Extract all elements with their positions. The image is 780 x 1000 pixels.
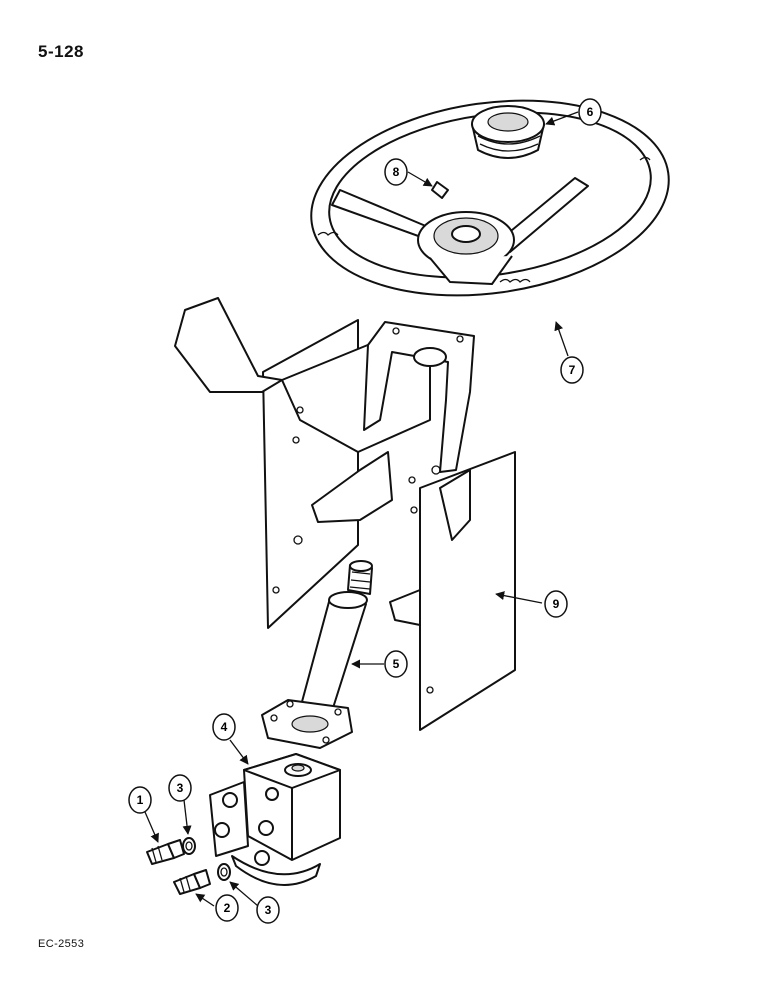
steering-column	[261, 560, 373, 749]
callout-6: 6	[578, 98, 602, 126]
washer-lower	[217, 863, 231, 881]
svg-text:1: 1	[137, 793, 144, 807]
callout-2: 2	[215, 894, 239, 922]
leader-3b	[229, 881, 259, 907]
steering-cap	[471, 105, 545, 159]
svg-text:9: 9	[553, 597, 560, 611]
callout-7: 7	[560, 356, 584, 384]
callout-8: 8	[384, 158, 408, 186]
svg-text:2: 2	[224, 901, 231, 915]
washer-upper	[182, 837, 196, 855]
steering-unit	[209, 753, 341, 886]
callout-4: 4	[212, 713, 236, 741]
svg-text:6: 6	[587, 105, 594, 119]
svg-text:3: 3	[265, 903, 272, 917]
callout-3-upper: 3	[168, 774, 192, 802]
fitting-upper	[146, 839, 185, 865]
mounting-bracket	[174, 297, 516, 731]
callout-5: 5	[384, 650, 408, 678]
svg-text:5: 5	[393, 657, 400, 671]
leader-7	[554, 321, 569, 357]
clip	[431, 181, 449, 199]
svg-text:8: 8	[393, 165, 400, 179]
leader-3a	[182, 799, 192, 835]
svg-text:4: 4	[221, 720, 228, 734]
fitting-lower	[173, 869, 211, 895]
page-number: 5-128	[38, 42, 84, 61]
leader-4	[229, 739, 249, 765]
leader-6	[545, 111, 579, 126]
leader-8	[407, 171, 433, 187]
figure-code: EC-2553	[38, 938, 85, 950]
callout-3-lower: 3	[256, 896, 280, 924]
svg-text:3: 3	[177, 781, 184, 795]
callout-1: 1	[128, 786, 152, 814]
leader-1	[144, 811, 159, 843]
callout-9: 9	[544, 590, 568, 618]
leader-2	[195, 893, 215, 907]
steering-wheel	[310, 99, 670, 297]
svg-text:7: 7	[569, 363, 576, 377]
leader-9	[495, 591, 543, 604]
